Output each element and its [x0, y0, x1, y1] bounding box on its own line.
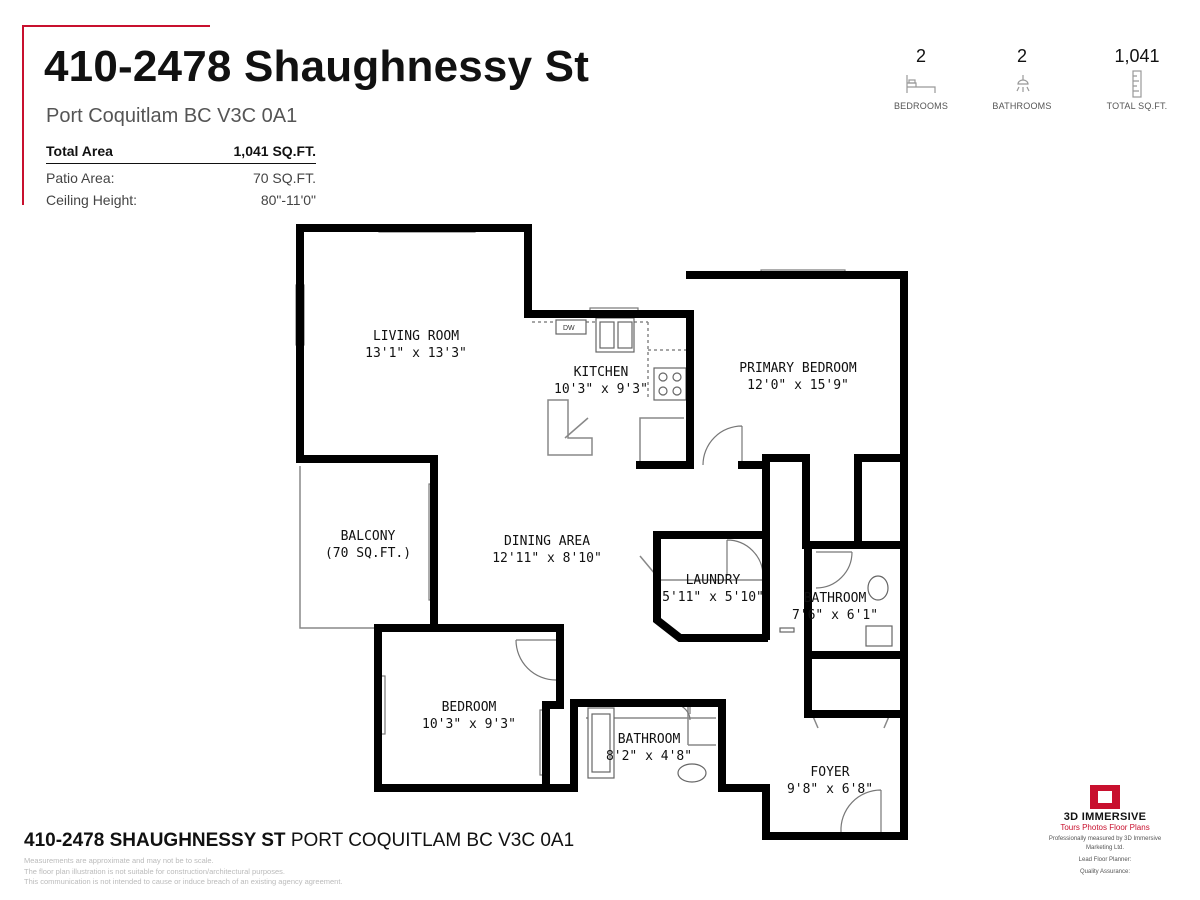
foyer-dims: 9'8" x 6'8" [787, 782, 873, 797]
total-area-row: Total Area 1,041 SQ.FT. [46, 142, 316, 164]
bedroom-name: BEDROOM [442, 700, 497, 715]
header-accent-line [22, 25, 210, 27]
footer-address-city: PORT COQUITLAM BC V3C 0A1 [290, 830, 575, 851]
stat-total-sqft: 1,041 TOTAL SQ.FT. [1087, 45, 1187, 111]
qa-label: Quality Assurance: [1079, 869, 1131, 875]
door-swings [515, 425, 882, 833]
balcony-name: BALCONY [341, 529, 396, 544]
patio-area-value: 70 SQ.FT. [252, 170, 316, 186]
disclaimer-line: This communication is not intended to ca… [24, 877, 343, 886]
brand-credit: Professionally measured by 3D Immersive … [1048, 836, 1162, 851]
kitchen-name: KITCHEN [574, 365, 629, 380]
brand-name: 3D IMMERSIVE [1063, 811, 1147, 823]
room-labels: LIVING ROOM 13'1" x 13'3" KITCHEN 10'3" … [325, 329, 878, 797]
brand-logo-icon [1090, 785, 1120, 809]
total-sqft-value: 1,041 [1114, 46, 1160, 66]
bathroom-1-name: BATHROOM [804, 591, 867, 606]
shower-icon [972, 67, 1072, 101]
stat-bathrooms: 2 BATHROOMS [972, 45, 1072, 111]
dining-area-dims: 12'11" x 8'10" [492, 551, 602, 566]
header-accent-line [22, 25, 24, 205]
foyer-name: FOYER [810, 765, 849, 780]
kitchen-dims: 10'3" x 9'3" [554, 382, 648, 397]
primary-bedroom-dims: 12'0" x 15'9" [747, 378, 849, 393]
lead-planner-label: Lead Floor Planner: [1078, 857, 1132, 863]
bedrooms-count: 2 [915, 46, 926, 66]
total-area-label: Total Area [46, 143, 113, 159]
disclaimer-line: The floor plan illustration is not suita… [24, 866, 285, 876]
brand-block: 3D IMMERSIVE Tours Photos Floor Plans Pr… [1040, 785, 1170, 877]
total-sqft-label: TOTAL SQ.FT. [1106, 101, 1168, 111]
bathroom-2-dims: 8'2" x 4'8" [606, 749, 692, 764]
living-room-dims: 13'1" x 13'3" [365, 346, 467, 361]
patio-area-label: Patio Area: [46, 170, 115, 186]
bathrooms-count: 2 [1016, 46, 1027, 66]
bathrooms-label: BATHROOMS [992, 101, 1052, 111]
disclaimer: Measurements are approximate and may not… [24, 856, 343, 888]
disclaimer-line: Measurements are approximate and may not… [24, 856, 214, 865]
primary-bedroom-name: PRIMARY BEDROOM [739, 361, 857, 376]
footer-address-street: 410-2478 SHAUGHNESSY ST [24, 830, 286, 851]
living-room-name: LIVING ROOM [373, 329, 459, 344]
balcony-area: (70 SQ.FT.) [325, 546, 411, 561]
dining-area-name: DINING AREA [504, 534, 590, 549]
bedroom-dims: 10'3" x 9'3" [422, 717, 516, 732]
ruler-icon [1087, 67, 1187, 101]
area-summary: Total Area 1,041 SQ.FT. Patio Area: 70 S… [46, 142, 316, 213]
address-subtitle: Port Coquitlam BC V3C 0A1 [46, 105, 298, 127]
fixtures [555, 317, 893, 783]
bathroom-2-name: BATHROOM [618, 732, 681, 747]
closet-doors [805, 466, 861, 540]
laundry-name: LAUNDRY [686, 573, 741, 588]
footer-address: 410-2478 SHAUGHNESSY ST PORT COQUITLAM B… [24, 830, 574, 852]
ceiling-height-label: Ceiling Height: [46, 192, 138, 208]
bedrooms-label: BEDROOMS [893, 101, 949, 111]
bathroom-1-dims: 7'6" x 6'1" [792, 608, 878, 623]
patio-area-row: Patio Area: 70 SQ.FT. [46, 169, 316, 191]
stat-bedrooms: 2 BEDROOMS [871, 45, 971, 111]
bed-icon [871, 67, 971, 101]
total-area-value: 1,041 SQ.FT. [233, 143, 316, 159]
page-title: 410-2478 Shaughnessy St [44, 42, 590, 91]
dishwasher-label: DW [563, 325, 575, 332]
laundry-dims: 5'11" x 5'10" [662, 590, 764, 605]
brand-tagline: Tours Photos Floor Plans [1060, 823, 1150, 832]
ceiling-height-row: Ceiling Height: 80"-11'0" [46, 191, 316, 213]
ceiling-height-value: 80"-11'0" [260, 192, 316, 208]
walls [296, 224, 908, 840]
